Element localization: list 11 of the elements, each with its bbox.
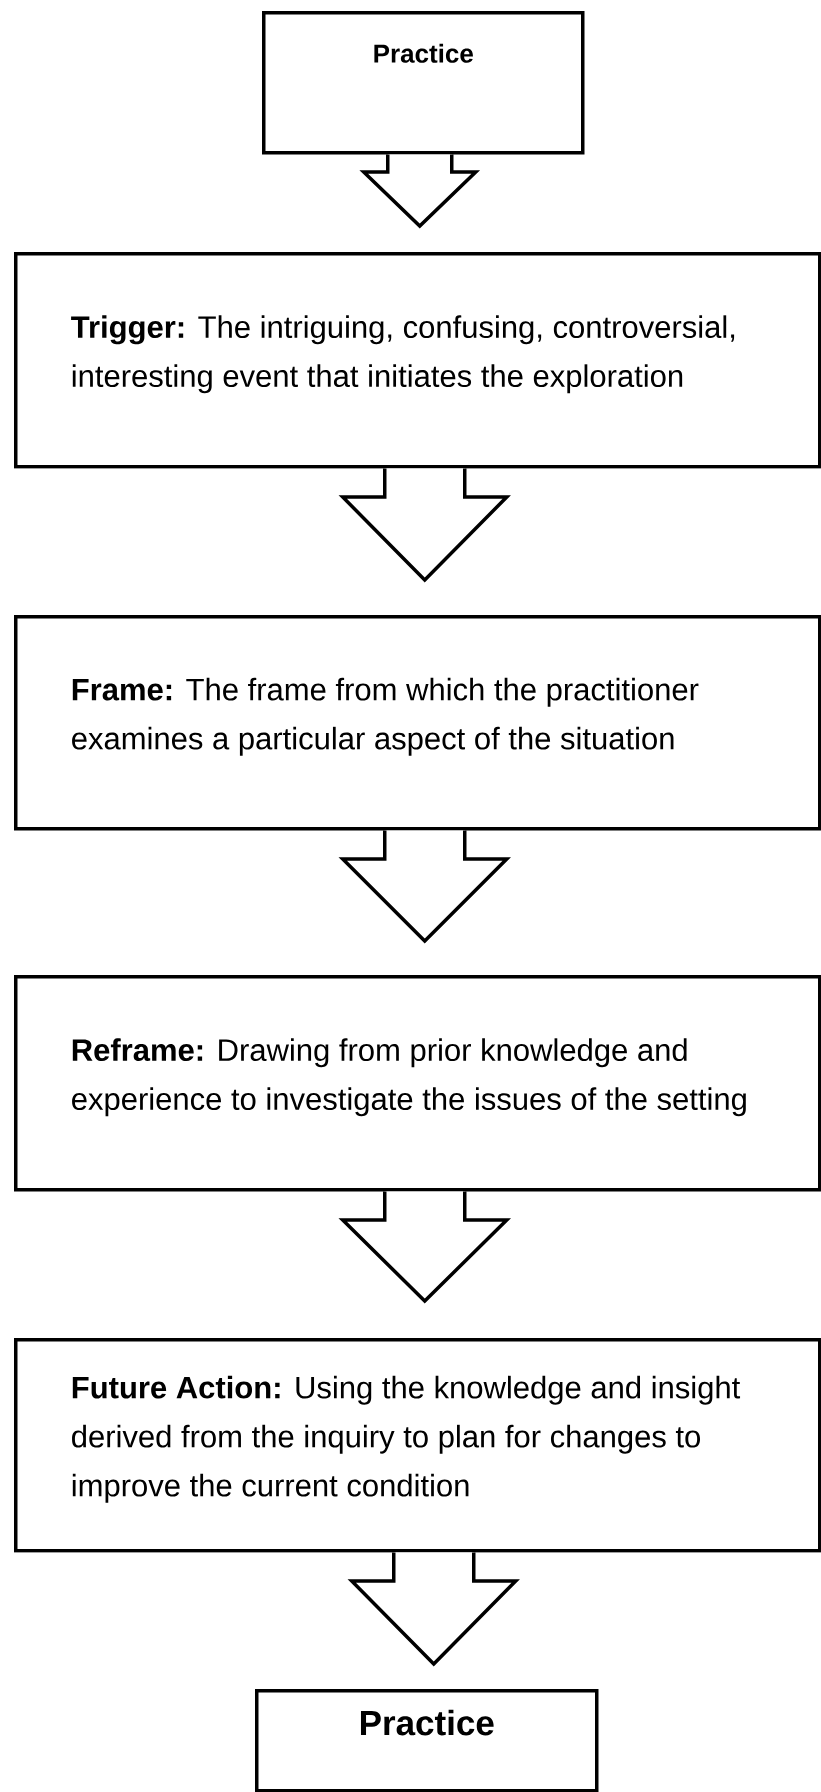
step-box: Trigger: The intriguing, confusing, controversial, interesting event that initiates the exploration <box>14 252 821 469</box>
step-box: Reframe: Drawing from prior knowledge and experience to investigate the issues of the setting <box>14 975 821 1192</box>
block-arrow <box>347 1550 520 1667</box>
block-arrow <box>359 152 481 229</box>
block-arrow <box>338 828 511 944</box>
block-arrow <box>338 1189 511 1304</box>
step-box: Future Action: Using the knowledge and insight derived from the inquiry to plan for changes to improve the current condition <box>14 1338 821 1553</box>
step-box: Frame: The frame from which the practitioner examines a particular aspect of the situation <box>14 615 821 831</box>
title-box: Practice <box>262 11 585 155</box>
block-arrow <box>338 466 511 583</box>
title-box: Practice <box>255 1689 599 1792</box>
